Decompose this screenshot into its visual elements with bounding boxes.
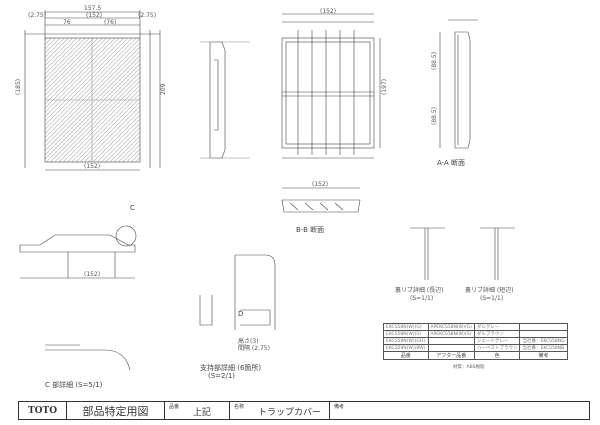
- remarks-cell: 備考: [330, 402, 589, 419]
- bb-section-label: B-B 断面: [296, 225, 324, 234]
- dim-edge-right: (2.75): [138, 12, 156, 19]
- part-number-label: 品番: [169, 404, 180, 410]
- support-detail-label: 支持部詳細 (6箇所): [200, 363, 261, 372]
- top-view: [281, 13, 381, 159]
- aa-section-view: [439, 19, 478, 149]
- dim-half-right: (76): [104, 19, 116, 26]
- dim-edge-left: (2.75): [28, 12, 46, 19]
- support-detail-view: [199, 254, 276, 330]
- d-marker: D: [238, 310, 243, 318]
- toto-logo: TOTO: [19, 402, 67, 419]
- rib-detail-views: [410, 227, 515, 280]
- rib-long-scale: (S=1/1): [410, 295, 433, 302]
- dim-mid-width: (152): [320, 8, 336, 15]
- part-number-cell: 品番 上記: [165, 402, 230, 419]
- support-scale-label: (S=2/1): [208, 372, 235, 380]
- dim-height: 209: [160, 83, 167, 95]
- c-detail-enlarged: [45, 344, 131, 371]
- c-marker: C: [130, 204, 135, 212]
- name-value: トラップカバー: [258, 408, 322, 418]
- c-detail-label: C 部詳細 (S=5/1): [45, 380, 103, 389]
- dim-overall-width: 157.5: [84, 5, 101, 12]
- dim-half-left: 76: [63, 19, 71, 26]
- drawing-title: 部品特定用図: [67, 402, 165, 419]
- dim-inner-width: (152): [86, 12, 102, 19]
- dim-support-a: 高さ(3): [238, 337, 259, 345]
- parts-table: EKCS58N(W)(G)APEKCS58N(W)(G)ダルグレー EKCS58…: [383, 323, 568, 360]
- name-cell: 名称 トラップカバー: [230, 402, 330, 419]
- material-note: 材質：ABS樹脂: [453, 365, 485, 370]
- rib-long-label: 裏リブ詳細 (長辺): [395, 286, 444, 294]
- rib-short-label: 裏リブ詳細 (短辺): [465, 286, 514, 294]
- title-block: TOTO 部品特定用図 品番 上記 名称 トラップカバー 備考: [18, 401, 590, 420]
- dim-aa-h1: (88.5): [431, 52, 438, 70]
- dim-bottom-width: (152): [84, 163, 100, 170]
- dim-mid-height: (197): [381, 79, 388, 95]
- name-label: 名称: [234, 404, 245, 410]
- aa-section-label: A-A 断面: [437, 158, 465, 167]
- front-view: [24, 10, 161, 171]
- dim-aa-h2: (88.5): [431, 107, 438, 125]
- dim-support-b: 間隔 (2.75): [238, 344, 270, 352]
- side-view: [200, 41, 250, 159]
- dim-bb-width: (152): [312, 181, 328, 188]
- dim-c-width: (152): [84, 271, 100, 278]
- bb-section-view: [281, 187, 361, 213]
- technical-drawing: 157.5 (152) (2.75) (2.75) 76 (76) (185) …: [15, 5, 515, 389]
- rib-short-scale: (S=1/1): [480, 295, 503, 302]
- remarks-label: 備考: [334, 404, 345, 410]
- c-detail-view: [19, 225, 137, 279]
- part-number-value: 上記: [193, 408, 212, 418]
- dim-height-inner: (185): [15, 79, 22, 95]
